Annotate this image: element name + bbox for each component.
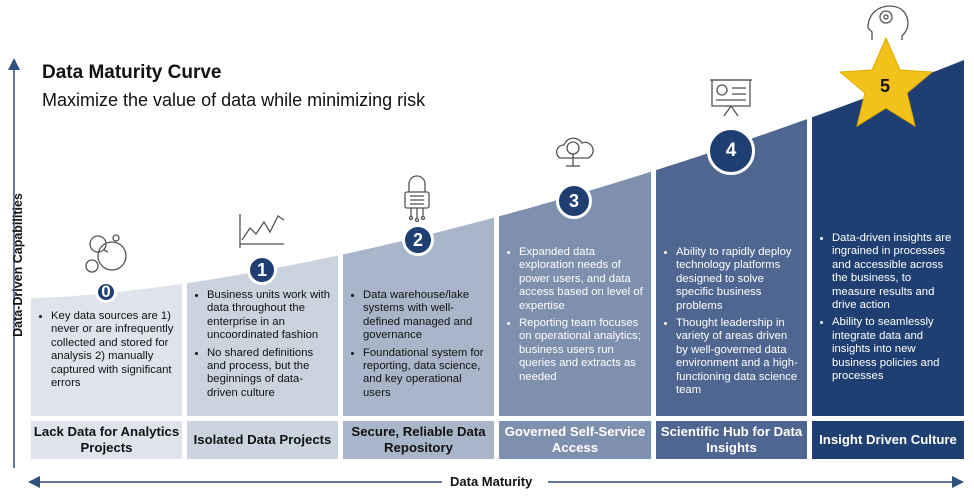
stage-column-3: [499, 171, 651, 416]
stage-1-label: Isolated Data Projects: [193, 432, 332, 447]
padlock-circuit-icon: [404, 175, 430, 223]
stage-label-box-1: [187, 421, 338, 459]
stage-column-5: [812, 60, 964, 416]
bullet-item: Reporting team focuses on operational an…: [519, 317, 645, 384]
cloud-search-icon: [556, 137, 594, 167]
bullet-item: Expanded data exploration needs of power…: [519, 246, 645, 313]
stage-column-2: [343, 217, 494, 416]
stage-2-number: 2: [402, 224, 434, 256]
bullet-item: Data warehouse/lake systems with well-de…: [363, 289, 488, 343]
stage-label-box-5: [812, 421, 964, 459]
bullet-item: No shared definitions and process, but t…: [207, 347, 332, 401]
stage-label-box-4: [656, 421, 807, 459]
bullet-item: Key data sources are 1) never or are inf…: [51, 310, 176, 390]
page-subtitle: Maximize the value of data while minimiz…: [42, 90, 426, 110]
bullet-item: Ability to seamlessly integrate data and…: [832, 316, 958, 383]
stage-1-number: 1: [247, 255, 277, 285]
bullet-item: Ability to rapidly deploy technology pla…: [676, 246, 801, 313]
head-gear-icon: [867, 5, 909, 40]
stage-4-label: Scientific Hub for Data Insights: [660, 424, 803, 455]
y-axis-label: Data-Driven Capabilities: [11, 193, 25, 337]
stage-2-bullets: Data warehouse/lake systems with well-de…: [349, 289, 488, 404]
stage-label-box-2: [343, 421, 494, 459]
stage-3-bullets: Expanded data exploration needs of power…: [505, 246, 645, 388]
stage-2-label: Secure, Reliable Data Repository: [351, 424, 486, 455]
stage-column-1: [187, 255, 338, 416]
stage-5-bullets: Data-driven insights are ingrained in pr…: [818, 232, 958, 387]
stage-1-bullets: Business units work with data throughout…: [193, 289, 332, 404]
x-axis-label: Data Maturity: [444, 474, 539, 489]
stage-4-number: 4: [707, 127, 755, 175]
stage-5-label: Insight Driven Culture: [819, 432, 957, 447]
stage-3-label: Governed Self-Service Access: [504, 424, 646, 455]
stage-label-box-3: [499, 421, 651, 459]
bullet-item: Business units work with data throughout…: [207, 289, 332, 343]
star-icon: [838, 36, 934, 128]
bullet-item: Data-driven insights are ingrained in pr…: [832, 232, 958, 312]
stage-label-box-0: [31, 421, 182, 459]
stage-0-label: Lack Data for Analytics Projects: [33, 424, 180, 455]
stage-0-number: 0: [95, 281, 117, 303]
stage-column-4: [656, 119, 807, 416]
stage-column-0: [31, 283, 182, 416]
bullet-item: Foundational system for reporting, data …: [363, 347, 488, 401]
page-title: Data Maturity Curve: [42, 62, 222, 83]
stage-4-bullets: Ability to rapidly deploy technology pla…: [662, 246, 801, 401]
bullet-item: Thought leadership in variety of areas d…: [676, 317, 801, 397]
presentation-board-icon: [710, 79, 752, 117]
stage-5-number: 5: [880, 76, 891, 96]
stage-3-number: 3: [556, 183, 592, 219]
line-chart-icon: [239, 214, 285, 248]
network-circles-icon: [85, 234, 127, 273]
stage-0-bullets: Key data sources are 1) never or are inf…: [37, 310, 176, 394]
